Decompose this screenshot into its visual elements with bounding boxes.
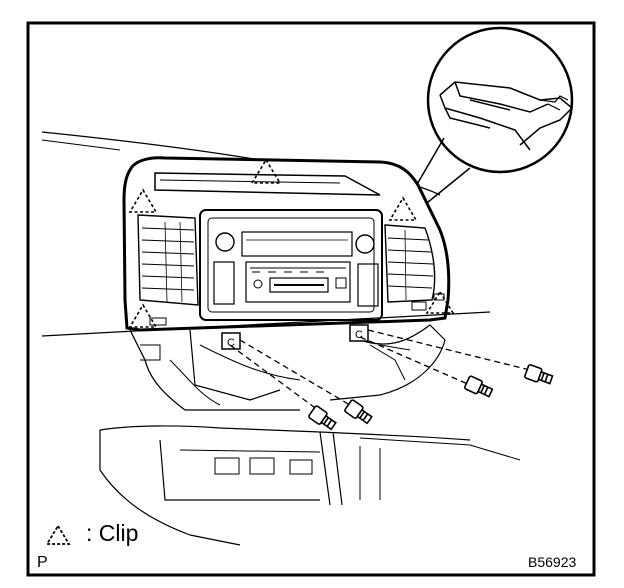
corner-code: P — [37, 554, 48, 571]
center-cluster-panel — [122, 156, 451, 332]
clip-marker-top — [250, 158, 282, 184]
lower-dashboard — [41, 311, 521, 546]
bolts — [308, 364, 554, 431]
bolt-1 — [308, 405, 337, 431]
clip-marker-upper-left — [128, 188, 158, 213]
audio-unit — [199, 209, 383, 321]
clip-marker-upper-right — [388, 196, 418, 221]
clip-triangle-icon — [45, 524, 71, 545]
legend-label: : Clip — [86, 520, 139, 546]
svg-text:C: C — [355, 329, 363, 341]
clip-marker-lower-left — [128, 303, 158, 328]
left-air-vent — [137, 214, 199, 306]
right-air-vent — [384, 224, 436, 303]
outer-frame — [26, 21, 596, 577]
clip-marker-lower-right — [425, 290, 455, 314]
bolt-brackets: C C — [221, 324, 369, 350]
bolt-3 — [464, 375, 494, 398]
svg-text:C: C — [227, 337, 235, 349]
bolt-axis-lines — [229, 329, 531, 411]
bolt-2 — [344, 399, 373, 425]
bolt-4 — [524, 364, 554, 385]
detail-magnifier — [404, 26, 574, 216]
clip-markers — [128, 158, 455, 328]
dashboard-top-line-2 — [41, 139, 121, 151]
figure-code: B56923 — [528, 554, 577, 570]
